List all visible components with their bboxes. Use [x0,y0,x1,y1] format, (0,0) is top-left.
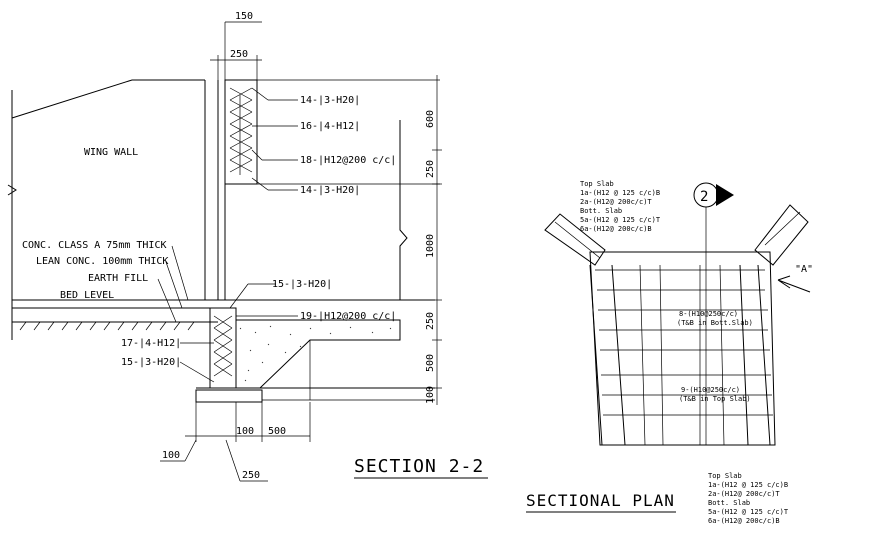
plan-top-note-l3: 5a-(H12 @ 125 c/c)T [580,216,661,224]
label-bed-level: BED LEVEL [60,290,114,301]
plan-title: SECTIONAL PLAN [526,491,675,510]
plan-bar9-a: 9-(H10@250c/c) [681,386,740,394]
dim-250-right-a: 250 [425,160,436,178]
section-2-2: 150 250 600 250 1000 250 500 100 100 500… [7,11,488,482]
label-wing-wall: WING WALL [84,147,138,158]
plan-bottom-note-l4: 6a-(H12@ 200c/c)B [708,517,780,525]
leader-earth-fill [157,278,177,323]
slab-body [236,319,401,389]
section-title: SECTION 2-2 [354,456,484,477]
leader-conc-class [171,245,189,301]
plan-bottom-note-bottslab: Bott. Slab [708,499,750,507]
view-a-arrow-icon [777,275,811,293]
rebar-15b: 15-|3-H20| [121,357,181,368]
dim-250-top: 250 [230,49,248,60]
plan-walls [589,264,771,446]
plan-wing-right [754,204,809,266]
leader-lean-conc [165,261,183,309]
section-marker-label: 2 [700,189,708,205]
rebar-15a: 15-|3-H20| [272,279,332,290]
dim-250-leader [225,439,241,482]
rebar-16: 16-|4-H12| [300,121,360,132]
sectional-plan: 2 "A" Top Slab 1a-(H12 @ 125 c/c)B 2a-(H… [526,180,813,525]
dim-150: 150 [235,11,253,22]
plan-bottom-note-l2: 2a-(H12@ 200c/c)T [708,490,780,498]
rebar-19: 19-|H12@200 c/c| [300,311,396,322]
dim-100-right: 100 [425,386,436,404]
plan-top-note-l1: 1a-(H12 @ 125 c/c)B [580,189,660,197]
dim-100-leader [184,439,197,462]
rebar-18: 18-|H12@200 c/c| [300,155,396,166]
leader-r18 [251,149,263,161]
break-line-right [399,120,408,300]
section-marker-arrow-icon [716,184,734,206]
leader-r14a [251,87,269,101]
dim-250-bottom: 250 [242,470,260,481]
dim-500-right: 500 [425,354,436,372]
dim-500-bottom: 500 [268,426,286,437]
rebar-14b: 14-|3-H20| [300,185,360,196]
dim-100-bottom-a: 100 [236,426,254,437]
plan-top-note-l4: 6a-(H12@ 200c/c)B [580,225,652,233]
plan-bar8-a: 8-(H10@250c/c) [679,310,738,318]
lean-conc-strip [195,389,263,403]
dim-1000: 1000 [425,234,436,258]
wall-stem-top [224,79,258,185]
slab-heel [209,307,237,389]
plan-grid-horizontal [595,269,773,416]
break-symbol-left [7,184,17,196]
plan-top-note-bottslab: Bott. Slab [580,207,622,215]
leader-r15a [229,283,249,309]
plan-bottom-note-l3: 5a-(H12 @ 125 c/c)T [708,508,789,516]
plan-bottom-note-l1: 1a-(H12 @ 125 c/c)B [708,481,788,489]
wing-wall-slope-line [11,79,205,119]
leader-r15b [179,361,215,383]
dim-100-bottom-b: 100 [162,450,180,461]
plan-grid-vertical [639,264,725,446]
slab-concrete-dots [239,325,392,382]
plan-wing-left [544,213,606,266]
plan-bottom-note-topslab: Top Slab [708,472,742,480]
view-a-label: "A" [795,264,813,275]
rebar-17: 17-|4-H12| [121,338,181,349]
label-conc-class: CONC. CLASS A 75mm THICK [22,240,167,251]
dim-600: 600 [425,110,436,128]
rebar-14a: 14-|3-H20| [300,95,360,106]
earth-fill-hatch [19,321,195,331]
leader-r14b [251,177,269,191]
stem-hatch-b [229,87,253,173]
plan-top-note-l2: 2a-(H12@ 200c/c)T [580,198,652,206]
dim-250-right-b: 250 [425,312,436,330]
heel-hatch [213,315,233,377]
plan-bar8-b: (T&B in Bott.Slab) [677,319,753,327]
plan-bar9-b: (T&B in Top Slab) [679,395,751,403]
plan-top-note-topslab: Top Slab [580,180,614,188]
label-lean-conc: LEAN CONC. 100mm THICK [36,256,168,267]
label-earth-fill: EARTH FILL [88,273,148,284]
